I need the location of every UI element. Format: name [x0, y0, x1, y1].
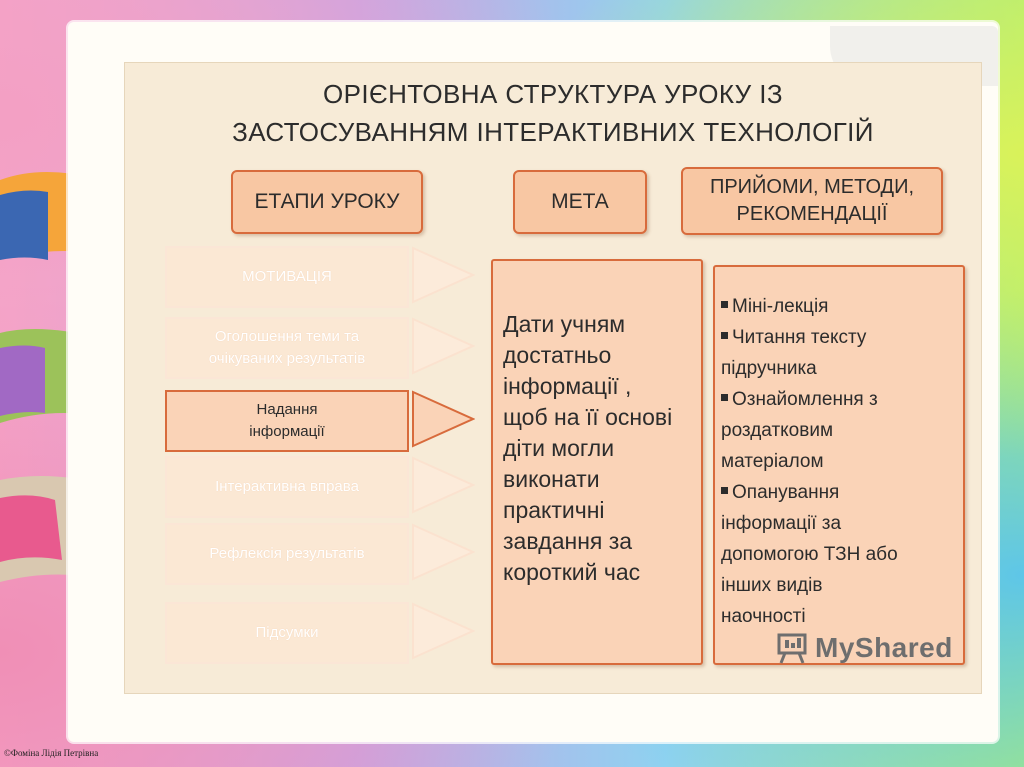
- methods-list: Міні-лекція Читання тексту підручника Оз…: [721, 291, 961, 632]
- myshared-watermark[interactable]: MyShared: [775, 631, 953, 665]
- methods-list-item-continuation: допомогою ТЗН або: [721, 539, 961, 570]
- methods-list-item: Ознайомлення з: [721, 384, 961, 415]
- methods-list-item-continuation: наочності: [721, 601, 961, 632]
- header-goal: МЕТА: [513, 170, 647, 234]
- methods-list-item-continuation: інших видів: [721, 570, 961, 601]
- stage-interactive-exercise-label: Інтерактивна вправа: [215, 476, 359, 498]
- stage-topic-announcement-line-2: очікуваних результатів: [209, 348, 365, 370]
- methods-list-item: Опанування: [721, 477, 961, 508]
- slide-title-line-2: ЗАСТОСУВАННЯМ ІНТЕРАКТИВНИХ ТЕХНОЛОГІЙ: [125, 113, 981, 151]
- header-stages-label: ЕТАПИ УРОКУ: [255, 190, 400, 214]
- stage-information-line-2: інформації: [249, 421, 324, 443]
- stage-motivation-label: МОТИВАЦІЯ: [242, 266, 332, 288]
- methods-item-text: Міні-лекція: [732, 296, 828, 317]
- methods-list-item-continuation: інформації за: [721, 508, 961, 539]
- goal-line: виконати: [503, 464, 693, 495]
- goal-line: щоб на її основі: [503, 402, 693, 433]
- header-methods-label-line-2: РЕКОМЕНДАЦІЇ: [737, 201, 888, 228]
- stage-summary: Підсумки: [165, 602, 409, 664]
- stage-information: Надання інформації: [165, 390, 409, 452]
- stage-topic-announcement: Оголошення теми та очікуваних результаті…: [165, 317, 409, 379]
- methods-item-text: Опанування: [732, 482, 839, 503]
- methods-item-text: Читання тексту: [732, 327, 866, 348]
- stage-topic-announcement-line-1: Оголошення теми та: [215, 326, 359, 348]
- header-methods-label-line-1: ПРИЙОМИ, МЕТОДИ,: [710, 174, 914, 201]
- header-goal-label: МЕТА: [551, 190, 609, 214]
- methods-item-text: наочності: [721, 606, 806, 627]
- methods-item-text: інших видів: [721, 575, 822, 596]
- goal-line: короткий час: [503, 557, 693, 588]
- goal-line: інформації ,: [503, 371, 693, 402]
- slide-title: ОРІЄНТОВНА СТРУКТУРА УРОКУ ІЗ ЗАСТОСУВАН…: [125, 75, 981, 151]
- stage-summary-label: Підсумки: [256, 622, 319, 644]
- bullet-square-icon: [721, 332, 728, 339]
- stage-arrow-4: [411, 456, 475, 514]
- stage-motivation: МОТИВАЦІЯ: [165, 246, 409, 308]
- slide-content: ОРІЄНТОВНА СТРУКТУРА УРОКУ ІЗ ЗАСТОСУВАН…: [124, 62, 982, 694]
- goal-line: завдання за: [503, 526, 693, 557]
- methods-list-item: Міні-лекція: [721, 291, 961, 322]
- stage-arrow-2: [411, 317, 475, 375]
- stage-arrow-6: [411, 602, 475, 660]
- goal-box: Дати учням достатньо інформації , щоб на…: [491, 259, 703, 665]
- stage-arrow-3-active: [411, 390, 475, 448]
- methods-box: Міні-лекція Читання тексту підручника Оз…: [713, 265, 965, 665]
- bullet-square-icon: [721, 301, 728, 308]
- goal-line: Дати учням: [503, 309, 693, 340]
- bullet-square-icon: [721, 394, 728, 401]
- goal-line: діти могли: [503, 433, 693, 464]
- header-methods: ПРИЙОМИ, МЕТОДИ, РЕКОМЕНДАЦІЇ: [681, 167, 943, 235]
- methods-list-item-continuation: матеріалом: [721, 446, 961, 477]
- methods-list-item-continuation: роздатковим: [721, 415, 961, 446]
- header-stages: ЕТАПИ УРОКУ: [231, 170, 423, 234]
- methods-list-item-continuation: підручника: [721, 353, 961, 384]
- methods-item-text: підручника: [721, 358, 817, 379]
- watermark-text: MyShared: [815, 632, 953, 664]
- methods-item-text: роздатковим: [721, 420, 833, 441]
- methods-item-text: інформації за: [721, 513, 841, 534]
- methods-list-item: Читання тексту: [721, 322, 961, 353]
- stage-information-line-1: Надання: [257, 399, 318, 421]
- methods-item-text: матеріалом: [721, 451, 824, 472]
- bullet-square-icon: [721, 487, 728, 494]
- goal-line: практичні: [503, 495, 693, 526]
- stage-reflection: Рефлексія результатів: [165, 523, 409, 585]
- methods-item-text: Ознайомлення з: [732, 389, 878, 410]
- goal-line: достатньо: [503, 340, 693, 371]
- stage-reflection-label: Рефлексія результатів: [209, 543, 364, 565]
- methods-item-text: допомогою ТЗН або: [721, 544, 898, 565]
- stage-arrow-5: [411, 523, 475, 581]
- slide-title-line-1: ОРІЄНТОВНА СТРУКТУРА УРОКУ ІЗ: [125, 75, 981, 113]
- goal-text: Дати учням достатньо інформації , щоб на…: [503, 309, 693, 588]
- stage-arrow-1: [411, 246, 475, 304]
- presentation-board-icon: [775, 631, 809, 665]
- stage-interactive-exercise: Інтерактивна вправа: [165, 456, 409, 518]
- author-credit: ©Фоміна Лідія Петрівна: [4, 748, 98, 758]
